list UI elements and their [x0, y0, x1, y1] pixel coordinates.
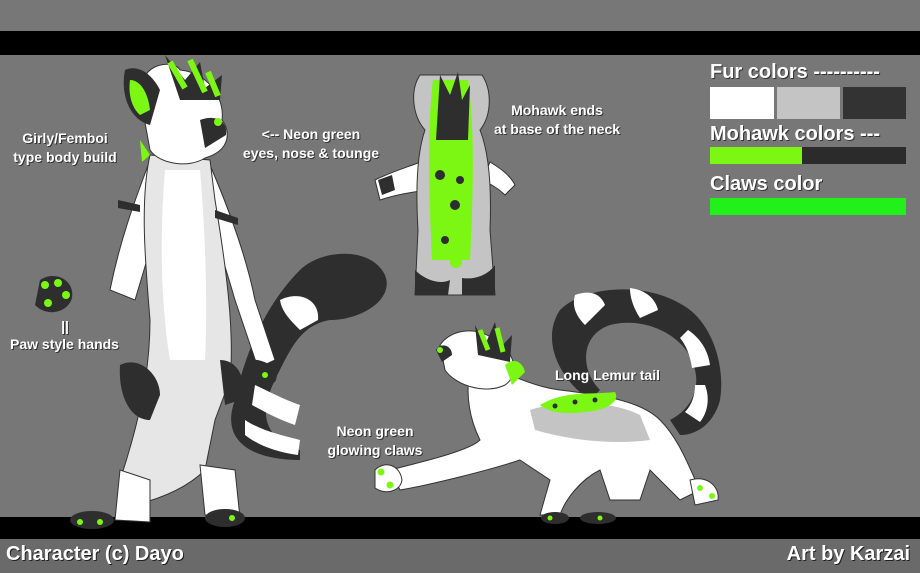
- artist-credit: Art by Karzai: [786, 543, 910, 565]
- character-credit: Character (c) Dayo: [6, 543, 184, 565]
- mohawk-swatch-dark: [802, 147, 906, 164]
- fur-swatch-white: [710, 87, 774, 119]
- fur-swatch-light-gray: [777, 87, 840, 119]
- claws-color-heading: Claws color: [710, 173, 823, 195]
- tail-label: Long Lemur tail: [555, 367, 660, 383]
- running-figure: [374, 288, 722, 524]
- back-view-figure: [374, 72, 516, 296]
- mohawk-swatch-green: [710, 147, 802, 164]
- standing-tail: [231, 253, 387, 460]
- mohawk-colors-heading: Mohawk colors ---: [710, 123, 881, 145]
- fur-swatch-dark: [843, 87, 906, 119]
- footer-bar: Character (c) Dayo Art by Karzai: [0, 539, 920, 573]
- claws-swatch-green: [710, 198, 906, 215]
- top-band: [0, 0, 920, 31]
- eyes-label: <-- Neon green eyes, nose & tounge: [242, 126, 380, 161]
- standing-figure: [35, 55, 277, 529]
- paws-label: Paw style hands: [10, 336, 119, 352]
- mohawk-ends-label: Mohawk ends at base of the neck: [493, 102, 621, 137]
- fur-colors-heading: Fur colors ----------: [710, 61, 880, 83]
- paws-marker-label: ||: [61, 318, 69, 334]
- claws-label: Neon green glowing claws: [327, 423, 423, 458]
- top-black-bar: [0, 31, 920, 55]
- body-build-label: Girly/Femboi type body build: [13, 130, 117, 165]
